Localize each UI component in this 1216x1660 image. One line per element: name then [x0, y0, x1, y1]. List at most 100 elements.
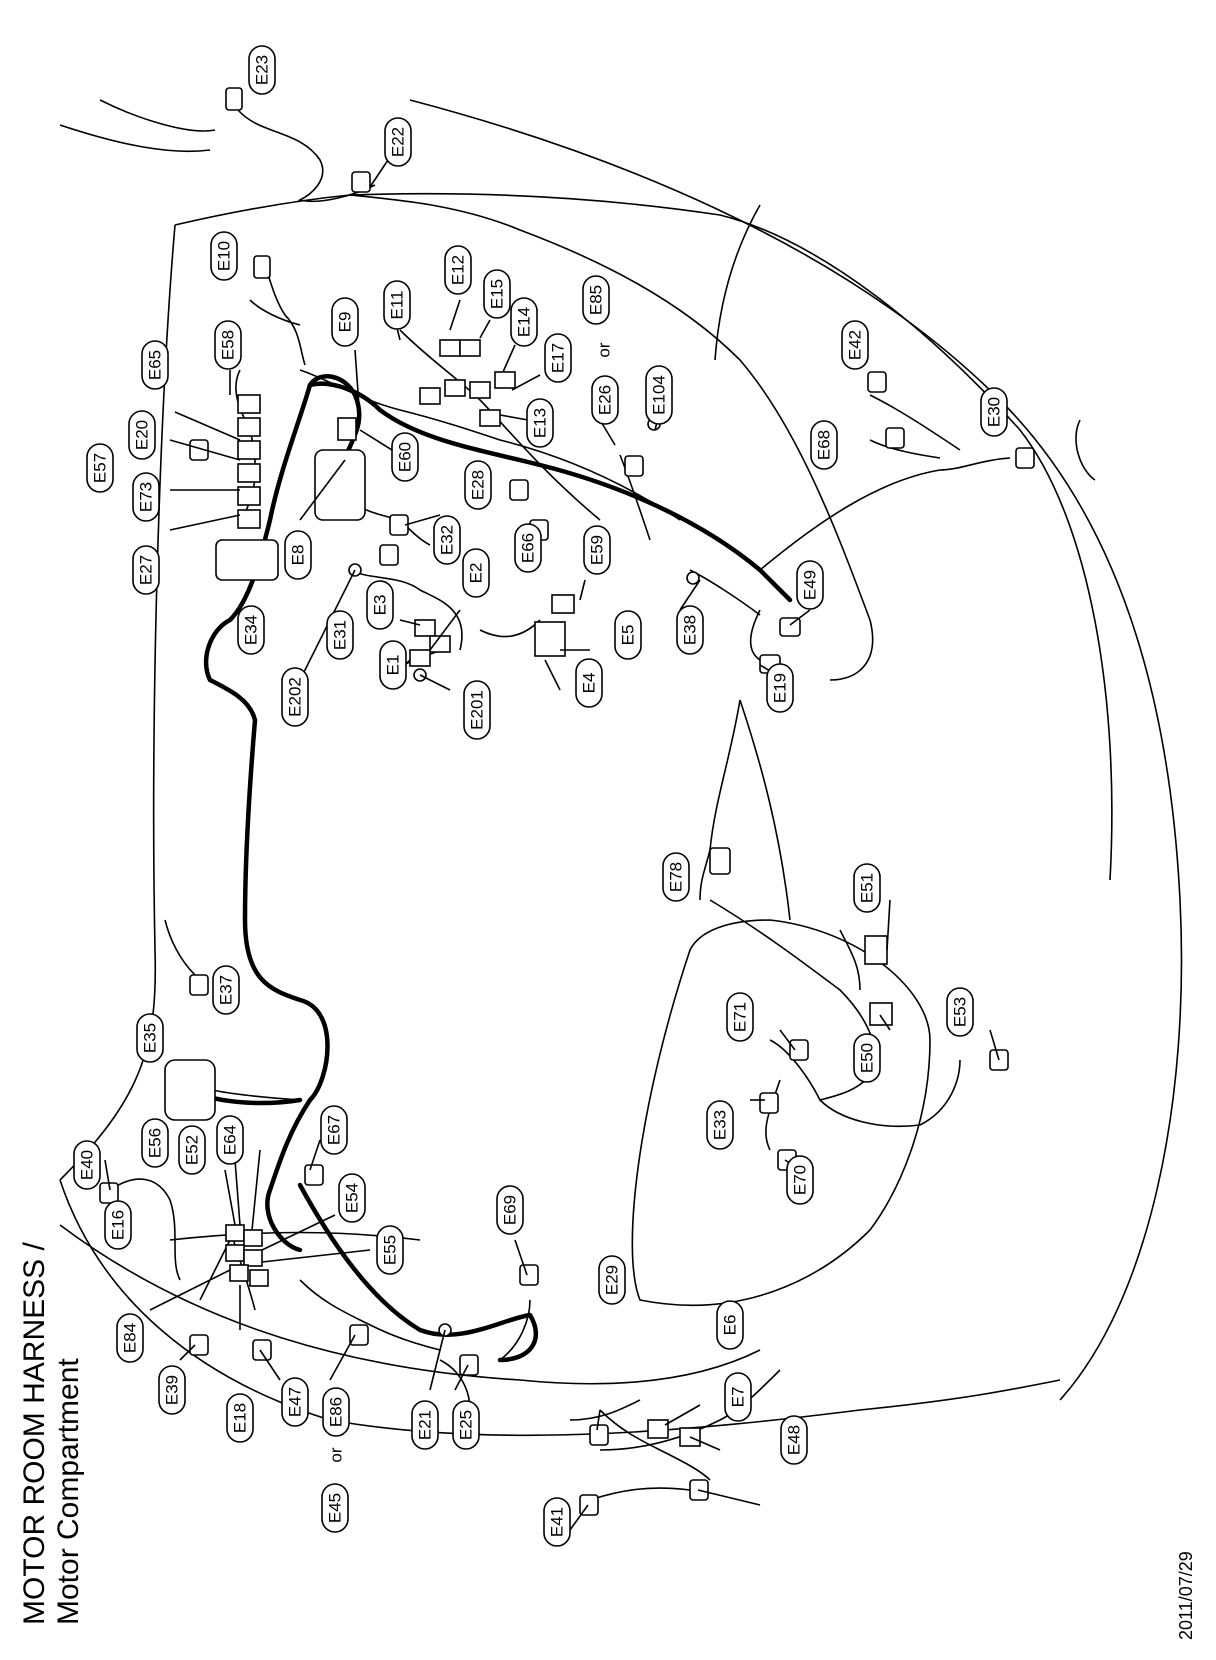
label-E55: E55	[376, 1225, 404, 1275]
svg-text:E7: E7	[729, 1387, 748, 1408]
svg-text:E5: E5	[619, 625, 638, 646]
svg-text:E57: E57	[91, 453, 110, 483]
main-harness	[187, 374, 793, 1363]
label-E67: E67	[320, 1105, 348, 1155]
svg-text:E23: E23	[253, 55, 272, 85]
svg-text:E78: E78	[667, 862, 686, 892]
label-E28: E28	[464, 460, 492, 510]
label-E6: E6	[716, 1300, 744, 1350]
svg-text:E84: E84	[121, 1323, 140, 1353]
label-E15: E15	[483, 269, 511, 319]
svg-text:E25: E25	[457, 1410, 476, 1440]
label-E59: E59	[583, 525, 611, 575]
svg-text:E40: E40	[78, 1150, 97, 1180]
svg-text:E30: E30	[985, 397, 1004, 427]
label-E51: E51	[853, 863, 881, 913]
label-E47: E47	[281, 1377, 309, 1427]
label-E23: E23	[248, 45, 276, 95]
svg-text:E37: E37	[217, 975, 236, 1005]
svg-text:E32: E32	[438, 525, 457, 555]
svg-text:E51: E51	[858, 873, 877, 903]
label-E10: E10	[210, 231, 238, 281]
label-E30: E30	[980, 387, 1008, 437]
svg-text:E11: E11	[388, 291, 407, 320]
label-E37: E37	[212, 965, 240, 1015]
svg-text:E4: E4	[580, 673, 599, 694]
label-E71: E71	[726, 992, 754, 1042]
label-E49: E49	[796, 560, 824, 610]
or-text-e26-e85: or	[595, 342, 614, 357]
diagram-subtitle: Motor Compartment	[52, 1358, 85, 1625]
label-E70: E70	[786, 1155, 814, 1205]
label-E33: E33	[706, 1100, 734, 1150]
svg-text:E3: E3	[371, 595, 390, 616]
svg-text:E6: E6	[721, 1315, 740, 1336]
svg-text:E58: E58	[219, 330, 238, 360]
svg-text:E38: E38	[681, 615, 700, 645]
svg-text:E13: E13	[531, 408, 550, 438]
label-E11: E11	[383, 280, 411, 330]
svg-text:E68: E68	[815, 430, 834, 460]
label-E22: E22	[384, 117, 412, 167]
label-E60: E60	[391, 432, 419, 482]
label-E8: E8	[284, 530, 312, 580]
date-stamp: 2011/07/29	[1176, 1551, 1196, 1640]
svg-text:E60: E60	[396, 442, 415, 472]
svg-text:E22: E22	[389, 127, 408, 157]
svg-text:E71: E71	[731, 1002, 750, 1032]
label-E56: E56	[141, 1118, 169, 1168]
svg-text:E54: E54	[343, 1183, 362, 1213]
svg-text:E34: E34	[242, 615, 261, 645]
label-E68: E68	[810, 420, 838, 470]
label-E104: E104	[645, 365, 673, 425]
label-E14: E14	[510, 297, 538, 347]
label-E34: E34	[237, 605, 265, 655]
label-E50: E50	[853, 1033, 881, 1083]
label-E58: E58	[214, 320, 242, 370]
label-E73: E73	[132, 472, 160, 522]
svg-text:E67: E67	[325, 1115, 344, 1145]
label-E4: E4	[575, 658, 603, 708]
label-E45: E45	[321, 1483, 349, 1533]
label-E18: E18	[226, 1393, 254, 1443]
label-E78: E78	[662, 852, 690, 902]
label-E52: E52	[178, 1125, 206, 1175]
svg-text:E69: E69	[501, 1195, 520, 1225]
label-E13: E13	[526, 398, 554, 448]
label-E2: E2	[462, 548, 490, 598]
connectors	[99, 87, 1035, 1516]
label-E53: E53	[946, 987, 974, 1037]
label-E25: E25	[452, 1400, 480, 1450]
svg-text:E64: E64	[221, 1125, 240, 1155]
label-E57: E57	[86, 443, 114, 493]
label-E35: E35	[136, 1013, 164, 1063]
svg-text:E73: E73	[137, 482, 156, 512]
svg-text:E14: E14	[515, 307, 534, 337]
label-E84: E84	[116, 1313, 144, 1363]
label-E39: E39	[158, 1365, 186, 1415]
svg-text:E21: E21	[416, 1410, 435, 1440]
svg-text:E31: E31	[331, 620, 350, 650]
label-E201: E201	[463, 680, 491, 740]
svg-text:E48: E48	[785, 1425, 804, 1455]
label-E1: E1	[379, 640, 407, 690]
label-E29: E29	[598, 1255, 626, 1305]
svg-text:E16: E16	[109, 1210, 128, 1240]
svg-text:E45: E45	[326, 1493, 345, 1523]
label-E69: E69	[496, 1185, 524, 1235]
svg-text:E53: E53	[951, 997, 970, 1027]
svg-text:E29: E29	[603, 1265, 622, 1295]
svg-text:E52: E52	[183, 1135, 202, 1165]
label-E42: E42	[841, 320, 869, 370]
labels: E23 E22 E10 E12 E15 E85 E9 E11 E14 E17 E…	[73, 45, 1008, 1547]
label-E5: E5	[614, 610, 642, 660]
svg-text:E42: E42	[846, 330, 865, 360]
svg-text:E20: E20	[133, 420, 152, 450]
svg-text:E15: E15	[488, 279, 507, 309]
svg-text:E2: E2	[467, 563, 486, 584]
svg-text:E10: E10	[215, 241, 234, 271]
label-E21: E21	[411, 1400, 439, 1450]
label-E20: E20	[128, 410, 156, 460]
svg-text:E104: E104	[650, 375, 669, 415]
label-E31: E31	[326, 610, 354, 660]
